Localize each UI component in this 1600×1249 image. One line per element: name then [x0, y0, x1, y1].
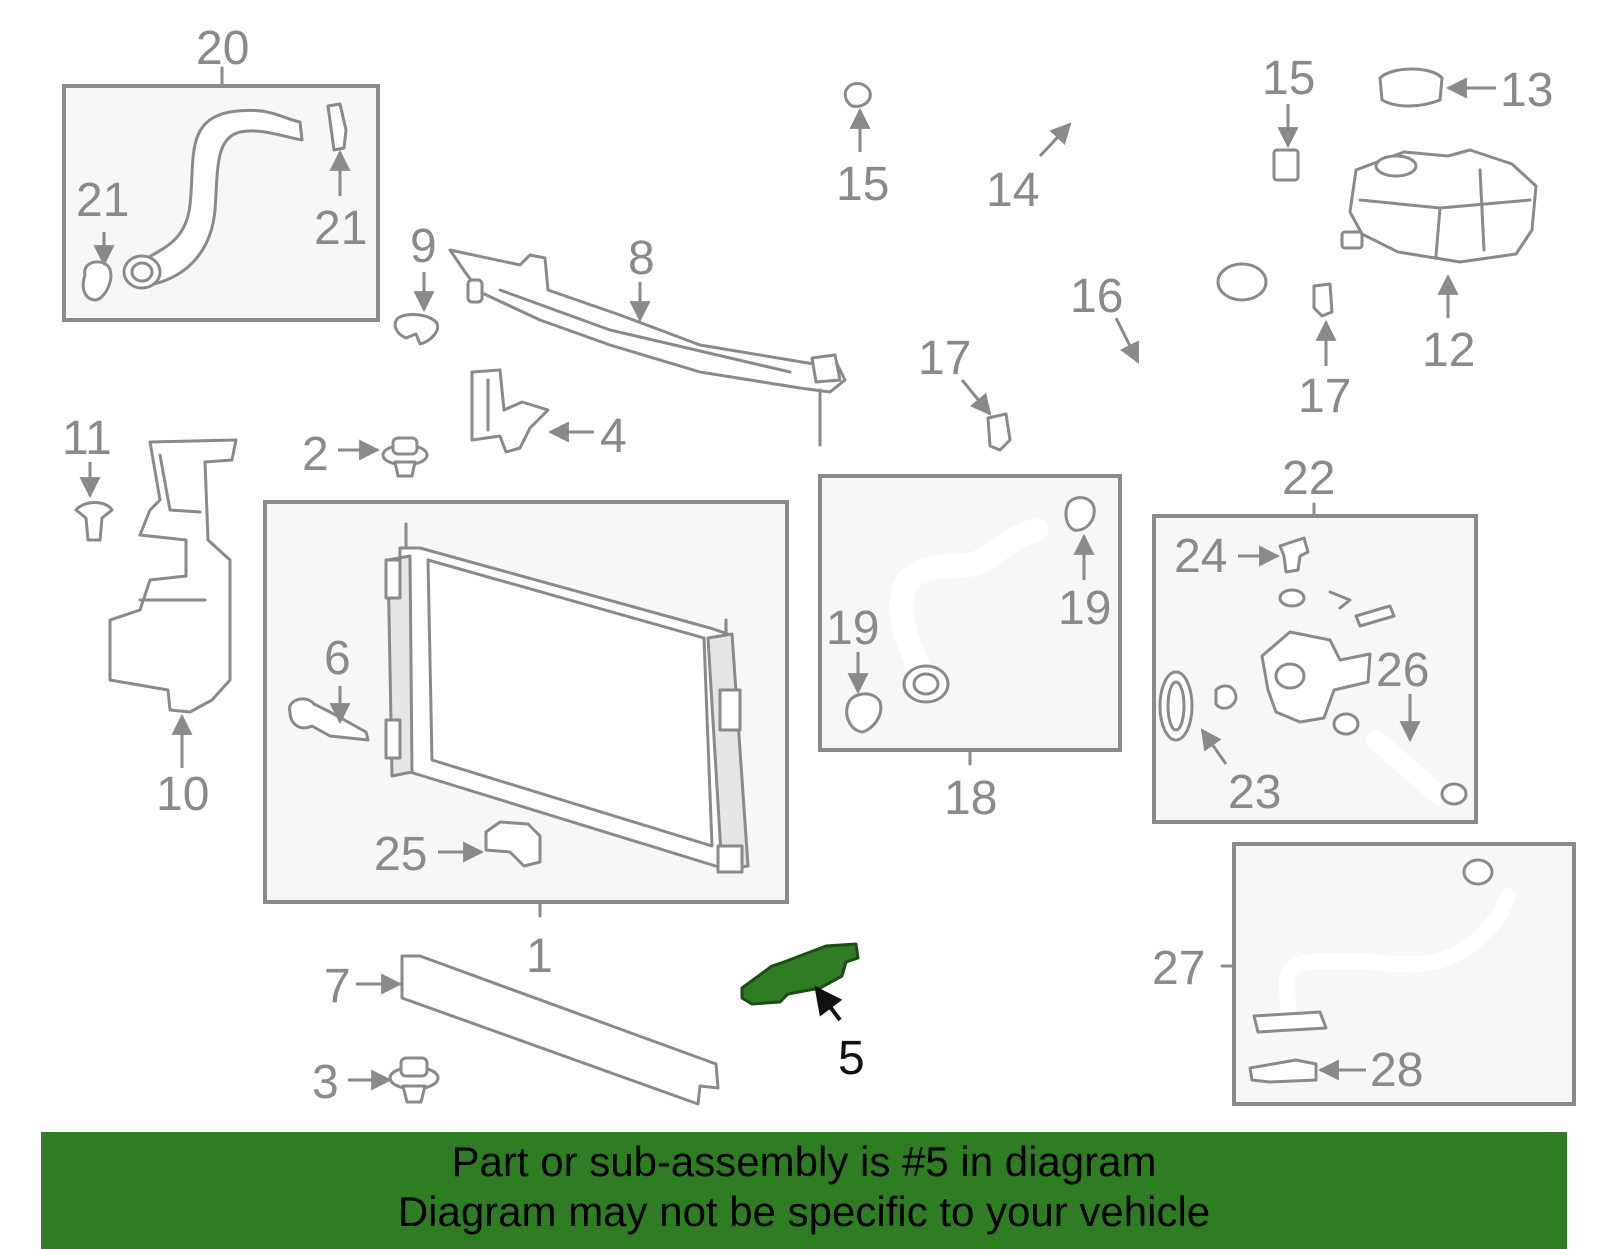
banner-line-1: Part or sub-assembly is #5 in diagram — [451, 1138, 1157, 1185]
callout-5: 5 — [838, 1032, 865, 1085]
callout-20: 20 — [196, 22, 249, 75]
water-outlet-group — [1152, 502, 1478, 824]
push-pin-part-3 — [388, 1056, 440, 1104]
callout-24: 24 — [1174, 530, 1227, 583]
callout-13: 13 — [1500, 64, 1553, 117]
clamp-part-17-left — [986, 412, 1012, 452]
radiator-support-part-8 — [448, 248, 847, 447]
callout-9: 9 — [410, 220, 437, 273]
callout-27: 27 — [1152, 942, 1205, 995]
callout-19-left: 19 — [826, 602, 879, 655]
callout-6: 6 — [324, 632, 351, 685]
highlighted-part-5[interactable] — [740, 942, 860, 1006]
bracket-part-4 — [470, 368, 550, 454]
callout-14: 14 — [986, 164, 1039, 217]
leader-arrows — [79, 77, 1496, 1091]
callout-22: 22 — [1282, 452, 1335, 505]
callout-16: 16 — [1070, 270, 1123, 323]
callout-21-left: 21 — [76, 174, 129, 227]
heater-hose-group — [818, 474, 1122, 766]
info-banner: Part or sub-assembly is #5 in diagram Di… — [41, 1132, 1567, 1249]
callout-17-left: 17 — [918, 332, 971, 385]
callout-12: 12 — [1422, 324, 1475, 377]
callout-21-right: 21 — [314, 202, 367, 255]
reservoir-cap-part-13 — [1378, 67, 1444, 108]
baffle-part-7 — [400, 954, 720, 1106]
callout-10: 10 — [156, 768, 209, 821]
push-pin-part-11 — [74, 501, 114, 542]
callout-26: 26 — [1376, 644, 1429, 697]
callout-2: 2 — [302, 428, 329, 481]
radiator-assembly-group — [263, 500, 789, 918]
callout-labels: 20 21 21 9 8 4 2 11 10 6 25 1 7 3 5 15 1… — [62, 22, 1553, 1109]
callout-15-left: 15 — [836, 158, 889, 211]
callout-25: 25 — [374, 828, 427, 881]
callout-7: 7 — [324, 960, 351, 1013]
callout-17-right: 17 — [1298, 370, 1351, 423]
callout-8: 8 — [628, 232, 655, 285]
clip-part-9 — [393, 313, 439, 346]
push-pin-part-2 — [381, 436, 429, 478]
coolant-reservoir-part-12 — [1340, 148, 1538, 264]
banner-line-2: Diagram may not be specific to your vehi… — [397, 1188, 1211, 1235]
callout-23: 23 — [1228, 766, 1281, 819]
callout-1: 1 — [526, 930, 553, 983]
lower-hose-part-16 — [1028, 262, 1268, 444]
callout-11: 11 — [62, 412, 112, 465]
overflow-hose-part-14 — [843, 62, 1300, 188]
callout-28: 28 — [1370, 1044, 1423, 1097]
clamp-part-17-right — [1312, 282, 1334, 318]
callout-19-right: 19 — [1058, 582, 1111, 635]
outlet-pipe-group — [1220, 842, 1576, 1106]
callout-3: 3 — [312, 1056, 339, 1109]
callout-18: 18 — [944, 772, 997, 825]
callout-4: 4 — [600, 410, 627, 463]
callout-15-right: 15 — [1262, 52, 1315, 105]
air-deflector-part-10 — [108, 438, 238, 714]
upper-hose-group — [62, 66, 380, 322]
